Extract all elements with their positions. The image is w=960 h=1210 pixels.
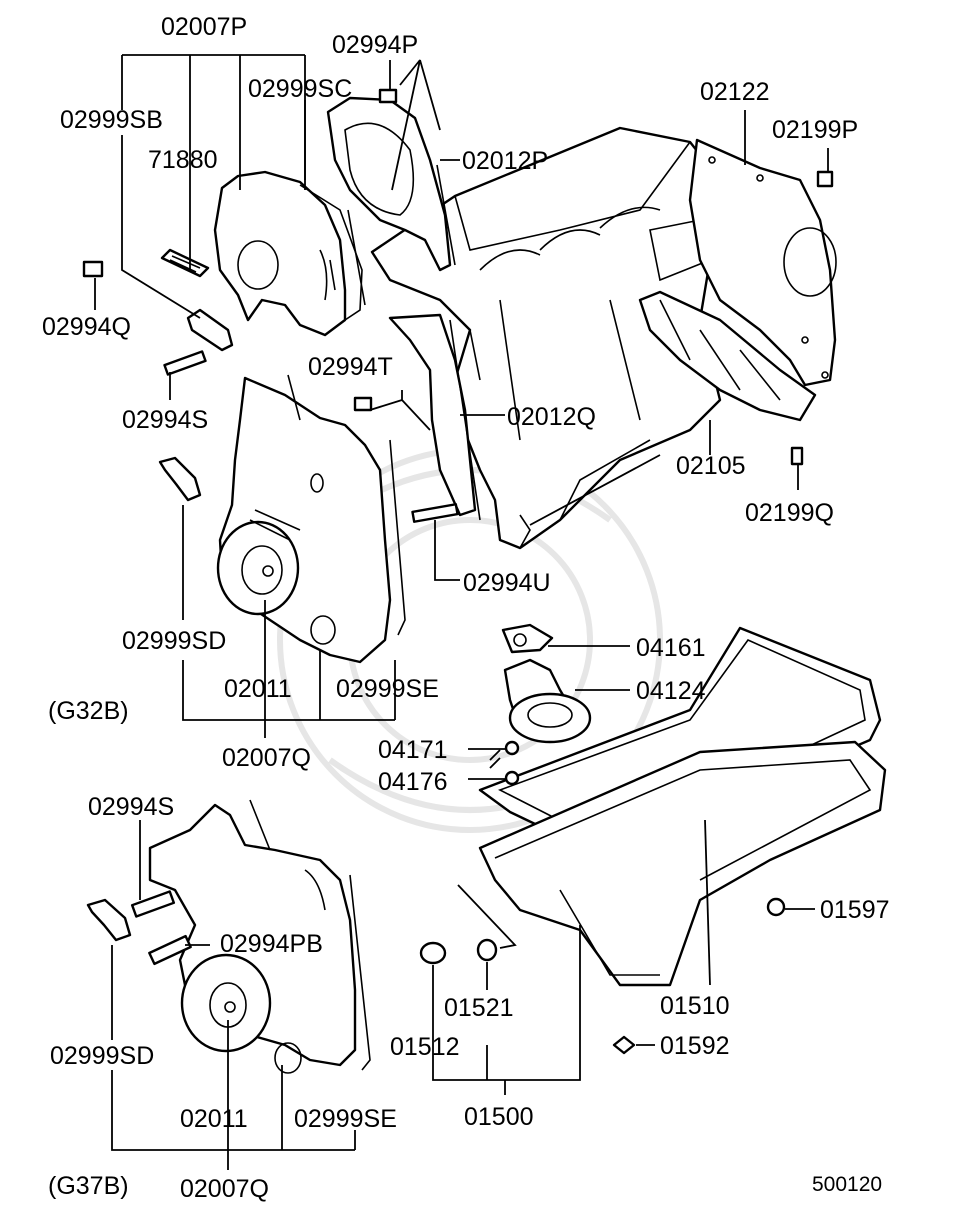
oil-pan-01500: [478, 740, 887, 987]
label-02999SE-top: 02999SE: [336, 675, 439, 703]
label-02994Q: 02994Q: [42, 313, 131, 341]
label-G37B: (G37B): [48, 1172, 129, 1200]
rear-plate-02122: [688, 138, 837, 387]
label-02007Q-bot: 02007Q: [180, 1175, 269, 1203]
label-plate-71880: [160, 248, 210, 278]
nut-04171: [504, 740, 520, 756]
label-02199P: 02199P: [772, 116, 858, 144]
plug-01512: [419, 941, 447, 965]
label-02999SB: 02999SB: [60, 106, 163, 134]
washer-01521: [476, 938, 498, 962]
label-02994P: 02994P: [332, 31, 418, 59]
label-02012Q: 02012Q: [507, 403, 596, 431]
label-02011-bot: 02011: [180, 1105, 248, 1133]
label-04161: 04161: [636, 634, 706, 662]
label-02994U: 02994U: [463, 569, 551, 597]
lower-plate-02105: [638, 290, 817, 422]
label-01592: 01592: [660, 1032, 730, 1060]
label-02994T: 02994T: [308, 353, 393, 381]
label-02011-top: 02011: [224, 675, 292, 703]
label-02199Q: 02199Q: [745, 499, 834, 527]
lower-timing-cover-g32b: [216, 374, 406, 664]
bolt-02994S-bot: [130, 890, 176, 918]
bolt-02994U: [411, 503, 459, 523]
label-02012P: 02012P: [462, 147, 548, 175]
gasket-02999SB: [186, 308, 234, 352]
plug-01597: [766, 897, 786, 917]
gasket-02999SD-top: [158, 456, 202, 502]
oil-strainer-04124: [501, 623, 592, 744]
label-71880: 71880: [148, 146, 218, 174]
label-02007P: 02007P: [161, 13, 247, 41]
label-02994S-top: 02994S: [122, 406, 208, 434]
label-02994S-bot: 02994S: [88, 793, 174, 821]
label-02007Q-top: 02007Q: [222, 744, 311, 772]
label-02105: 02105: [676, 452, 746, 480]
label-01510: 01510: [660, 992, 730, 1020]
label-04176: 04176: [378, 768, 448, 796]
gasket-02999SD-bottom: [86, 898, 132, 942]
reference-number: 500120: [812, 1173, 882, 1196]
bolt-02994PB: [148, 934, 192, 966]
bolt-02994P: [378, 88, 398, 104]
label-G32B: (G32B): [48, 697, 129, 725]
nut-04176: [504, 770, 520, 786]
label-02999SC: 02999SC: [248, 75, 352, 103]
label-02999SD-bot: 02999SD: [50, 1042, 154, 1070]
label-01521: 01521: [444, 994, 514, 1022]
label-04124: 04124: [636, 677, 706, 705]
nut-01592: [612, 1035, 636, 1055]
leader-lines: [94, 54, 829, 1170]
bolt-02199Q: [790, 446, 804, 466]
bolt-02199P: [816, 170, 834, 188]
bolt-02994T: [353, 396, 373, 412]
bolt-02994S-top: [163, 350, 207, 376]
bolt-02994Q: [82, 260, 104, 278]
label-01597: 01597: [820, 896, 890, 924]
label-01500: 01500: [464, 1103, 534, 1131]
label-02999SD-top: 02999SD: [122, 627, 226, 655]
label-02122: 02122: [700, 78, 770, 106]
upper-timing-cover: [213, 170, 366, 337]
fasteners: [82, 88, 834, 1055]
label-02999SE-bot: 02999SE: [294, 1105, 397, 1133]
label-01512: 01512: [390, 1033, 460, 1061]
label-04171: 04171: [378, 736, 448, 764]
part-labels: 02007P 02999SB 71880 02999SC 02994P 0201…: [42, 13, 890, 1203]
lower-rear-cover-02012Q: [388, 313, 481, 521]
label-02994PB: 02994PB: [220, 930, 323, 958]
